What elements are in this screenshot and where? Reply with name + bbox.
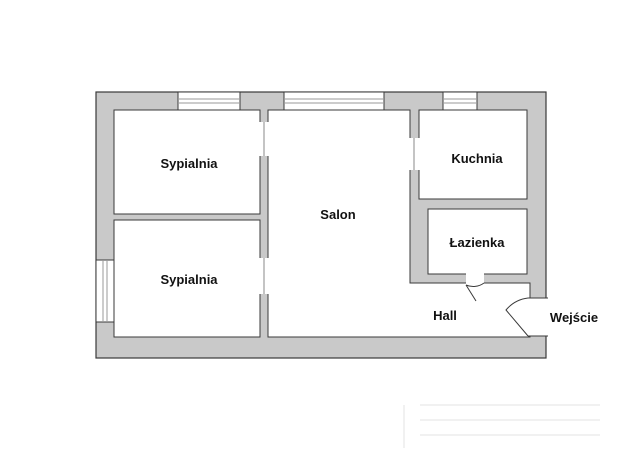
window-left	[95, 259, 115, 323]
door-opening-bathroom	[466, 272, 484, 285]
window-top-middle	[283, 91, 385, 111]
label-hall: Hall	[433, 308, 457, 323]
watermark	[403, 404, 600, 448]
label-bedroom-bottom: Sypialnia	[160, 272, 218, 287]
label-living: Salon	[320, 207, 355, 222]
label-bedroom-top: Sypialnia	[160, 156, 218, 171]
entrance-door-swing	[505, 297, 529, 337]
bathroom-door-swing	[465, 282, 485, 302]
window-top-left	[177, 91, 241, 111]
room-bathroom	[427, 208, 528, 275]
label-entrance: Wejście	[550, 310, 598, 325]
room-bedroom-bottom	[113, 219, 261, 338]
label-bathroom: Łazienka	[450, 235, 506, 250]
window-top-right	[442, 91, 478, 111]
entrance-opening	[528, 298, 548, 336]
room-kitchen	[418, 109, 528, 200]
room-bedroom-top	[113, 109, 261, 215]
room-living-hall	[267, 109, 531, 338]
label-kitchen: Kuchnia	[451, 151, 503, 166]
